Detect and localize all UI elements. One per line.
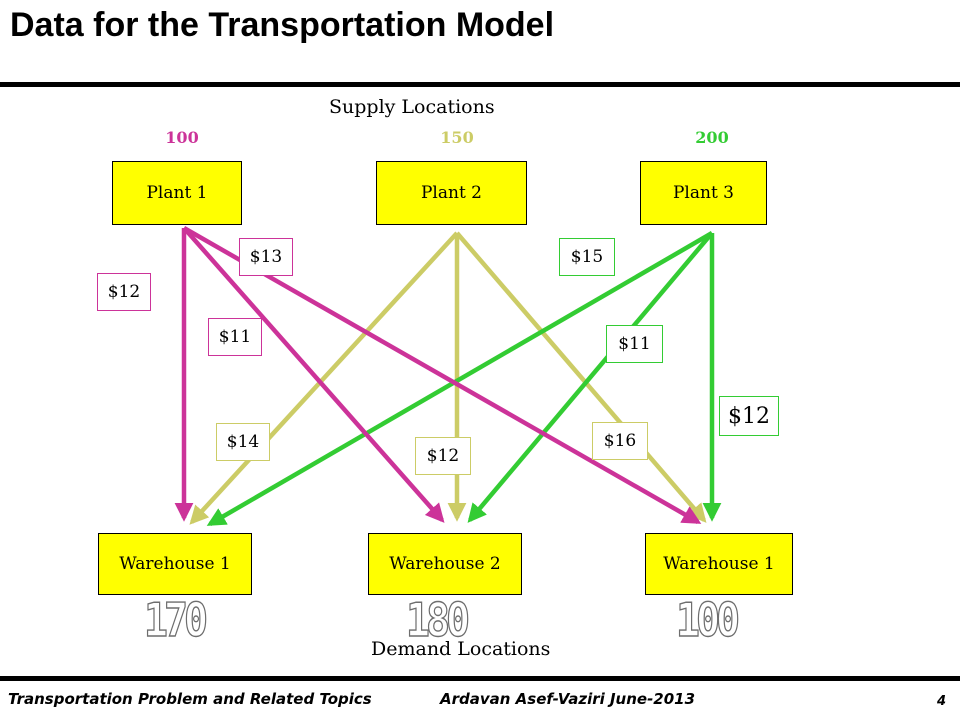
footer-course-title: Transportation Problem and Related Topic… (8, 690, 372, 708)
warehouse-1-box: Warehouse 1 (98, 533, 252, 595)
arrow-p2-w3 (455, 231, 707, 523)
cost-p2-w2: $12 (415, 437, 471, 475)
cost-p2-w3: $16 (592, 422, 648, 460)
page-number: 4 (936, 694, 946, 709)
supply-locations-label: Supply Locations (329, 96, 495, 118)
supply-plant-2: 150 (440, 128, 474, 147)
cost-p1-w1: $12 (97, 273, 151, 311)
top-divider (0, 82, 960, 87)
demand-warehouse-2: 180 (405, 594, 470, 648)
arrow-p3-w1 (206, 231, 714, 526)
arrow-p3-w2 (467, 231, 714, 523)
bottom-divider (0, 676, 960, 681)
footer-author-date: Ardavan Asef-Vaziri June-2013 (440, 690, 696, 708)
demand-warehouse-1: 170 (143, 594, 208, 648)
plant-1-box: Plant 1 (112, 161, 242, 225)
supply-plant-3: 200 (695, 128, 729, 147)
arrow-p2-w1 (189, 231, 459, 525)
cost-p1-w3: $13 (239, 238, 293, 276)
plant-2-box: Plant 2 (376, 161, 527, 225)
warehouse-2-box: Warehouse 2 (368, 533, 522, 595)
supply-plant-1: 100 (165, 128, 199, 147)
cost-p3-w3: $12 (719, 396, 779, 436)
cost-p3-w1: $15 (559, 238, 615, 276)
arrow-p1-w3 (182, 226, 702, 524)
cost-p3-w2: $11 (606, 325, 663, 363)
warehouse-3-box: Warehouse 1 (645, 533, 793, 595)
page-title: Data for the Transportation Model (10, 6, 555, 44)
arrow-p1-w2 (182, 226, 445, 523)
cost-p1-w2: $11 (208, 318, 262, 356)
demand-locations-label: Demand Locations (371, 638, 551, 660)
plant-3-box: Plant 3 (640, 161, 767, 225)
demand-warehouse-3: 100 (675, 594, 740, 648)
cost-p2-w1: $14 (216, 423, 270, 461)
